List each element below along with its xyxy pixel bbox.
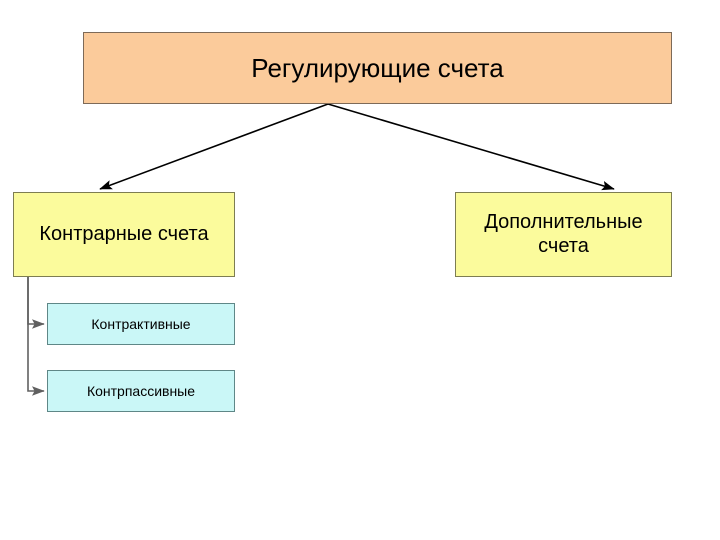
node-root-regulating-accounts[interactable]: Регулирующие счета [83,32,672,104]
node-contractive-label: Контрактивные [91,315,191,332]
node-contractive-accounts[interactable]: Контрактивные [47,303,235,345]
node-contrapassive-label: Контрпассивные [86,382,196,399]
node-contrary-label: Контрарные счета [39,222,209,245]
connector-contrary-to-contrapassive [27,277,45,396]
connector-contrary-to-contractive [27,277,45,329]
connector-root-to-contrary [99,103,329,190]
node-additional-accounts[interactable]: Дополнительные счета [455,192,672,277]
connector-root-to-additional [327,103,615,191]
node-contrapassive-accounts[interactable]: Контрпассивные [47,370,235,412]
node-contrary-accounts[interactable]: Контрарные счета [13,192,235,277]
node-additional-label: Дополнительные счета [484,210,643,257]
node-root-label: Регулирующие счета [251,52,504,83]
